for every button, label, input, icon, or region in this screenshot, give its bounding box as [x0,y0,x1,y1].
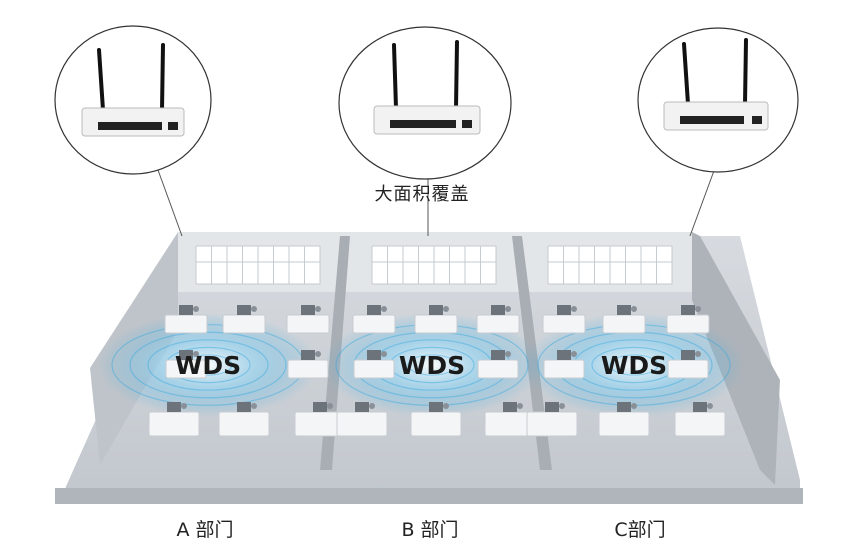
wds-label-c: WDS [601,351,667,380]
signal-zone-c [524,313,744,417]
desk [666,305,710,334]
signal-zone-a [98,313,318,417]
signal-zone-b [322,313,542,417]
desk [543,350,585,379]
wds-label-b: WDS [399,351,465,380]
router-icon [81,43,185,137]
desk [476,305,520,334]
desk [148,402,200,437]
desk [410,402,462,437]
floor-front-edge [55,488,803,504]
desk [414,305,458,334]
desk [286,305,330,334]
desk [526,402,578,437]
desk [352,305,396,334]
desk [542,305,586,334]
department-label-a: A 部门 [176,519,234,541]
desk [667,350,709,379]
coverage-caption: 大面积覆盖 [374,184,470,205]
router-callout-a [54,25,212,175]
desk [477,350,519,379]
desk [674,402,726,437]
department-label-b: B 部门 [401,519,459,541]
desk [602,305,646,334]
wds-label-a: WDS [175,351,241,380]
router-callout-c [637,27,799,173]
desk [336,402,388,437]
router-icon [373,40,481,135]
connector-line-a [157,169,183,237]
desk [164,305,208,334]
connector-line-c [689,167,716,237]
router-callout-b [338,26,512,180]
desk [294,402,346,437]
router-icon [663,38,769,131]
desk [287,350,329,379]
desk [222,305,266,334]
desk [218,402,270,437]
desk [165,350,207,379]
desk [598,402,650,437]
department-label-c: C部门 [614,519,666,541]
desk [353,350,395,379]
